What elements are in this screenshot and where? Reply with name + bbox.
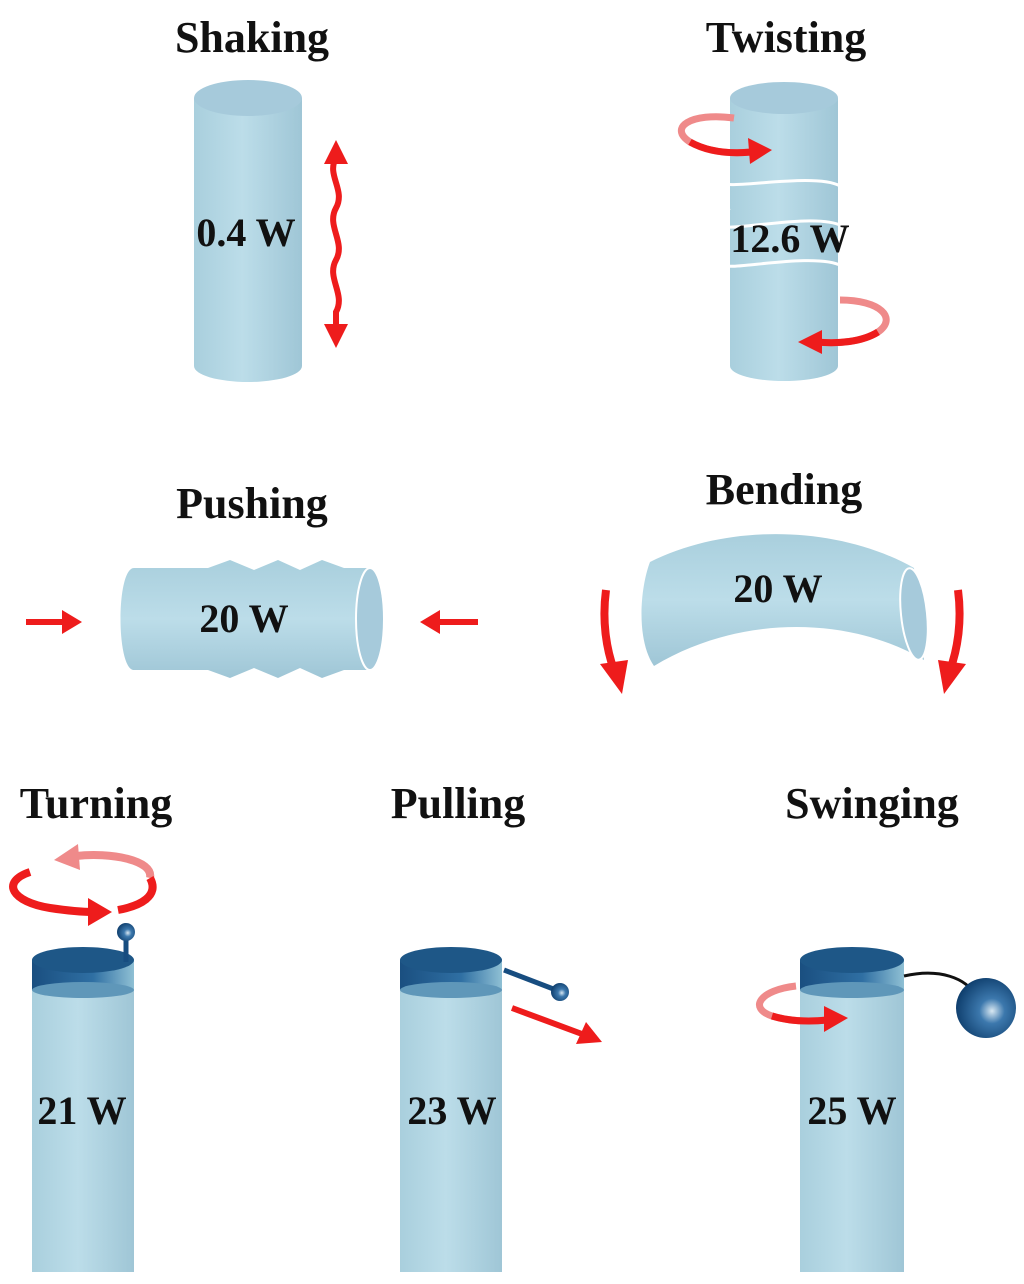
power-value: 12.6 W <box>730 216 849 261</box>
pulling-cylinder <box>400 947 502 1272</box>
shaking-cylinder <box>194 80 302 382</box>
bending-cylinder <box>641 534 929 666</box>
panel-pulling: Pulling 23 W <box>391 779 602 1272</box>
panel-title: Shaking <box>175 13 329 62</box>
panel-pushing: Pushing 20 W <box>26 479 478 678</box>
panel-title: Twisting <box>706 13 867 62</box>
power-value: 23 W <box>407 1088 496 1133</box>
knob-icon <box>117 923 135 962</box>
panel-title: Pulling <box>391 779 526 828</box>
panel-title: Swinging <box>785 779 959 828</box>
pendulum-icon <box>903 971 1016 1038</box>
push-arrow-right-icon <box>420 610 478 634</box>
pushing-cylinder <box>120 560 385 678</box>
vibration-arrow-icon <box>324 140 348 348</box>
power-value: 0.4 W <box>196 210 295 255</box>
power-value: 25 W <box>807 1088 896 1133</box>
turning-cylinder <box>32 947 134 1272</box>
panel-title: Turning <box>20 779 172 828</box>
bend-arrow-right-icon <box>938 589 966 694</box>
panel-title: Pushing <box>176 479 328 528</box>
pull-arrow-icon <box>510 1005 602 1044</box>
swing-arrow-icon <box>756 982 848 1032</box>
power-value: 20 W <box>199 596 288 641</box>
twist-arrow-bottom-icon <box>798 296 890 354</box>
panel-title: Bending <box>706 465 863 514</box>
panel-turning: Turning 21 W <box>9 779 172 1272</box>
rotation-arrow-icon <box>9 844 157 926</box>
twisting-cylinder <box>718 82 853 381</box>
panel-bending: Bending 20 W <box>600 465 966 694</box>
push-arrow-left-icon <box>26 610 82 634</box>
panel-shaking: Shaking 0.4 W <box>175 13 348 382</box>
power-value: 20 W <box>733 566 822 611</box>
panel-swinging: Swinging 25 W <box>756 779 1016 1272</box>
twist-arrow-top-icon <box>678 113 772 164</box>
power-value: 21 W <box>37 1088 126 1133</box>
bend-arrow-left-icon <box>600 589 628 694</box>
panel-twisting: Twisting 12.6 W <box>678 13 890 381</box>
handle-icon <box>503 967 569 1001</box>
